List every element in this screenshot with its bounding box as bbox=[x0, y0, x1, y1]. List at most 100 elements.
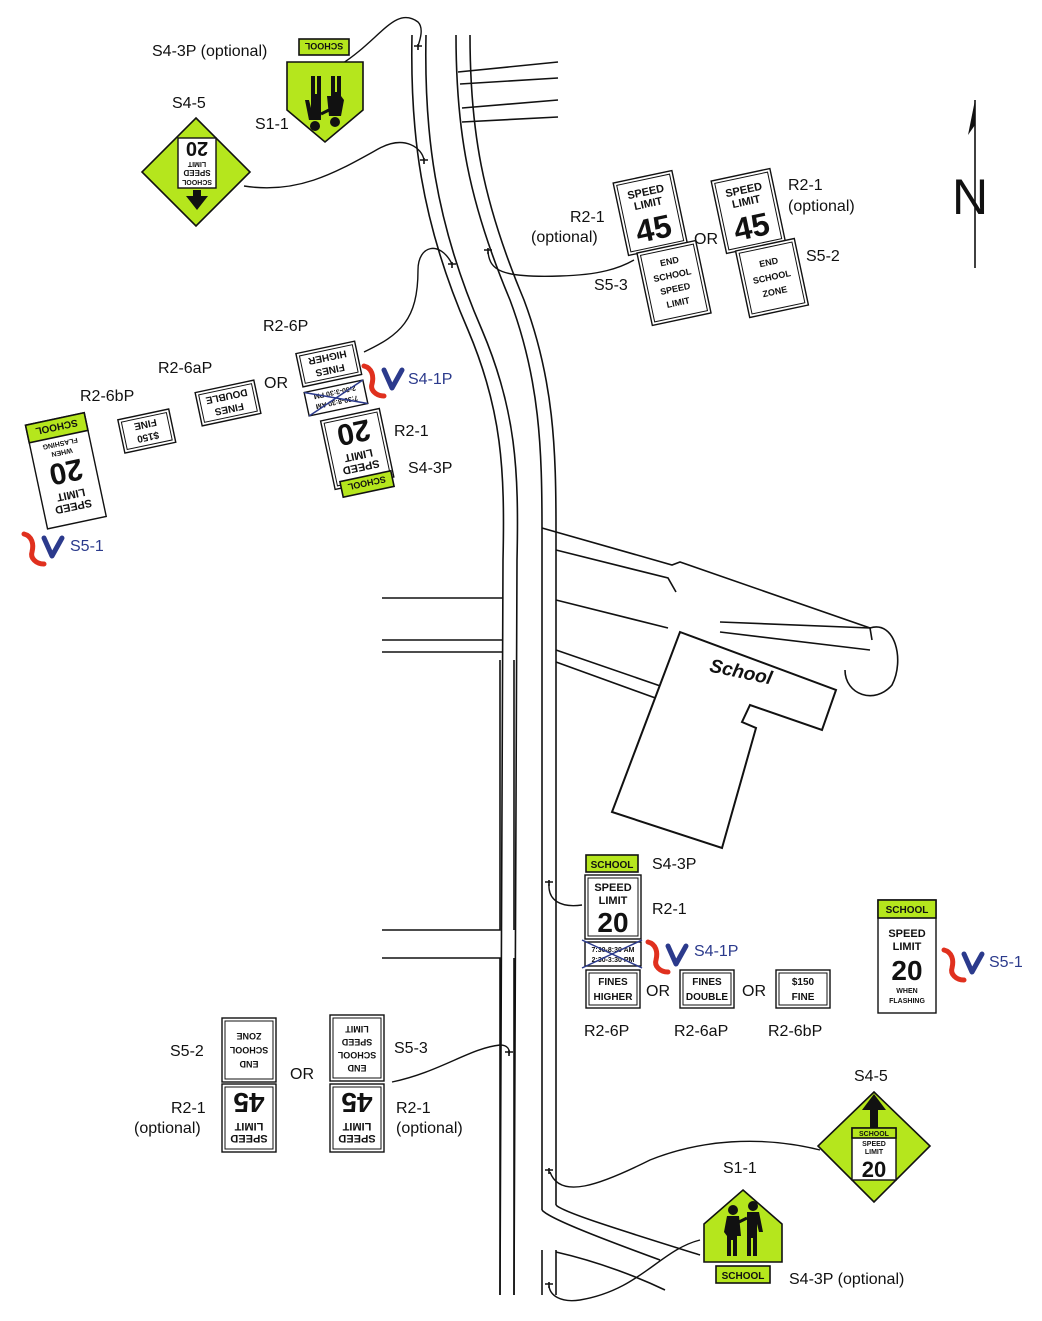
svg-text:DOUBLE: DOUBLE bbox=[686, 992, 729, 1003]
svg-text:END: END bbox=[239, 1059, 259, 1069]
svg-text:20: 20 bbox=[891, 955, 922, 986]
r2-6bp-sign-nw: $150 FINE bbox=[116, 408, 177, 454]
svg-text:SCHOOL: SCHOOL bbox=[722, 1271, 765, 1282]
svg-text:$150: $150 bbox=[792, 977, 815, 988]
diagram-labels: S4-3P (optional) S1-1 S4-5 R2-1 (optiona… bbox=[70, 43, 1023, 1288]
s1-1-sign-bottom: SCHOOL bbox=[703, 1188, 783, 1284]
svg-text:LIMIT: LIMIT bbox=[633, 195, 664, 213]
label-or-se-1: OR bbox=[646, 983, 670, 1000]
svg-text:SCHOOL: SCHOOL bbox=[337, 1050, 376, 1060]
flashing-beacon-icon bbox=[648, 942, 686, 972]
s4-1p-sign-nw: 7:30-8:30 AM 2:30-3:30 PM bbox=[303, 379, 369, 417]
svg-text:SCHOOL: SCHOOL bbox=[886, 905, 929, 916]
school-building: School bbox=[610, 630, 838, 850]
svg-text:WHEN: WHEN bbox=[51, 446, 73, 457]
svg-text:20: 20 bbox=[46, 452, 86, 491]
svg-text:SCHOOL: SCHOOL bbox=[181, 178, 212, 185]
s4-3p-plaque-se: SCHOOL bbox=[585, 854, 639, 873]
svg-text:FINES: FINES bbox=[598, 977, 628, 988]
label-or-sw: OR bbox=[290, 1066, 314, 1083]
r2-1-20-sign-nw: SPEED LIMIT 20 bbox=[319, 407, 395, 491]
s1-1-sign-top: SCHOOL bbox=[286, 38, 364, 144]
label-optional-sw-right: (optional) bbox=[396, 1120, 463, 1137]
r2-1-20-sign-se: SPEED LIMIT 20 bbox=[584, 874, 642, 940]
s5-2-sign-sw: END SCHOOL ZONE bbox=[221, 1017, 277, 1083]
svg-text:20: 20 bbox=[186, 137, 208, 159]
svg-text:SCHOOL: SCHOOL bbox=[591, 860, 634, 871]
label-s1-1-bottom: S1-1 bbox=[723, 1160, 757, 1177]
svg-text:SPEED: SPEED bbox=[862, 1141, 886, 1148]
label-r2-1-sw-right: R2-1 bbox=[396, 1100, 431, 1117]
label-s4-3p-optional-bottom: S4-3P (optional) bbox=[789, 1271, 904, 1288]
svg-text:END: END bbox=[659, 255, 680, 269]
svg-text:SCHOOL: SCHOOL bbox=[304, 41, 343, 51]
svg-text:SPEED: SPEED bbox=[341, 1037, 372, 1047]
svg-text:ZONE: ZONE bbox=[236, 1031, 261, 1041]
svg-text:LIMIT: LIMIT bbox=[342, 1120, 371, 1132]
svg-text:20: 20 bbox=[862, 1157, 886, 1182]
svg-text:LIMIT: LIMIT bbox=[345, 1024, 369, 1034]
svg-text:SPEED: SPEED bbox=[888, 928, 925, 940]
label-s4-5-top: S4-5 bbox=[172, 95, 206, 112]
r2-6bp-sign-se: $150 FINE bbox=[775, 969, 831, 1009]
svg-text:HIGHER: HIGHER bbox=[594, 992, 634, 1003]
label-s4-5-bottom: S4-5 bbox=[854, 1068, 888, 1085]
road-network bbox=[382, 34, 899, 1296]
label-s4-1p-se: S4-1P bbox=[694, 943, 738, 960]
label-s5-1-nw: S5-1 bbox=[70, 538, 104, 555]
s4-5-sign-bottom: SCHOOL SPEED LIMIT 20 bbox=[816, 1090, 932, 1204]
svg-text:45: 45 bbox=[341, 1087, 372, 1118]
label-r2-1-sw-left: R2-1 bbox=[171, 1100, 206, 1117]
svg-text:WHEN: WHEN bbox=[896, 988, 917, 995]
s5-1-sign-nw: SCHOOL SPEED LIMIT 20 WHEN FLASHING bbox=[24, 411, 108, 530]
label-s4-3p-se: S4-3P bbox=[652, 856, 696, 873]
label-r2-6p-se: R2-6P bbox=[584, 1023, 629, 1040]
label-s4-3p-optional-top: S4-3P (optional) bbox=[152, 43, 267, 60]
svg-text:SPEED: SPEED bbox=[183, 168, 210, 177]
s4-1p-sign-se: 7:30-8:30 AM 2:30-3:30 PM bbox=[581, 939, 643, 969]
svg-text:SPEED: SPEED bbox=[230, 1132, 267, 1144]
label-optional-ne-right: (optional) bbox=[788, 198, 855, 215]
svg-text:LIMIT: LIMIT bbox=[599, 895, 628, 907]
r2-1-45-sign-sw-right: SPEED LIMIT 45 bbox=[329, 1083, 385, 1153]
svg-text:FINE: FINE bbox=[792, 992, 815, 1003]
svg-text:FINE: FINE bbox=[133, 416, 158, 432]
north-label: N bbox=[952, 169, 988, 225]
svg-text:20: 20 bbox=[597, 907, 628, 938]
r2-6ap-sign-se: FINES DOUBLE bbox=[679, 969, 735, 1009]
svg-text:45: 45 bbox=[233, 1087, 264, 1118]
label-s5-1-se: S5-1 bbox=[989, 954, 1023, 971]
label-r2-6p-nw: R2-6P bbox=[263, 318, 308, 335]
s4-5-sign-top: SCHOOL SPEED LIMIT 20 bbox=[140, 116, 252, 228]
r2-1-45-sign-sw-left: SPEED LIMIT 45 bbox=[221, 1083, 277, 1153]
label-s5-2-ne: S5-2 bbox=[806, 248, 840, 265]
label-r2-1-nw: R2-1 bbox=[394, 423, 429, 440]
svg-text:FLASHING: FLASHING bbox=[889, 998, 925, 1005]
s5-3-sign-sw: END SCHOOL SPEED LIMIT bbox=[329, 1014, 385, 1082]
label-or-nw: OR bbox=[264, 375, 288, 392]
leader-lines bbox=[243, 16, 821, 1302]
label-r2-1-se: R2-1 bbox=[652, 901, 687, 918]
r2-6p-sign-se: FINES HIGHER bbox=[585, 969, 641, 1009]
svg-text:END: END bbox=[758, 255, 779, 269]
label-r2-1-ne-right: R2-1 bbox=[788, 177, 823, 194]
svg-text:$150: $150 bbox=[135, 429, 159, 444]
flashing-beacon-icon bbox=[24, 534, 62, 564]
label-or-se-2: OR bbox=[742, 983, 766, 1000]
svg-text:2:30-3:30 PM: 2:30-3:30 PM bbox=[592, 957, 635, 964]
svg-text:LIMIT: LIMIT bbox=[187, 160, 206, 167]
s4-3p-plaque-bottom bbox=[715, 1265, 771, 1284]
label-s5-2-sw: S5-2 bbox=[170, 1043, 204, 1060]
r2-6p-sign-nw: FINES HIGHER bbox=[295, 340, 363, 388]
svg-text:LIMIT: LIMIT bbox=[666, 295, 692, 310]
label-r2-6bp-nw: R2-6bP bbox=[80, 388, 134, 405]
label-optional-sw-left: (optional) bbox=[134, 1120, 201, 1137]
svg-text:SPEED: SPEED bbox=[594, 882, 631, 894]
label-s5-3-ne: S5-3 bbox=[594, 277, 628, 294]
s4-3p-plaque-nw: SCHOOL bbox=[338, 469, 396, 499]
svg-text:7:30-8:30 AM: 7:30-8:30 AM bbox=[592, 947, 635, 954]
s5-3-sign-ne: END SCHOOL SPEED LIMIT bbox=[636, 239, 712, 327]
r2-6ap-sign-nw: FINES DOUBLE bbox=[194, 379, 262, 427]
svg-text:SCHOOL: SCHOOL bbox=[859, 1131, 890, 1138]
